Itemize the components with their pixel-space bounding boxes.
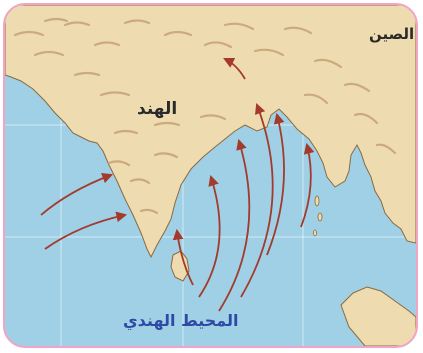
label-indian-ocean: المحيط الهندي [123, 311, 239, 330]
island-sri-lanka [170, 250, 190, 282]
wind-arrow [198, 174, 221, 298]
monsoon-arrows [40, 58, 315, 312]
wind-arrow [40, 173, 114, 216]
label-china: الصين [369, 25, 415, 43]
wind-arrow [240, 102, 274, 298]
wind-arrow [44, 211, 128, 250]
relief-shading [13, 17, 397, 215]
label-india: الهند [137, 99, 178, 119]
wind-arrow [223, 58, 246, 80]
landmass-asia [5, 5, 416, 259]
map-frame: الهند الصين المحيط الهندي [3, 3, 418, 348]
map-canvas [5, 5, 416, 346]
wind-arrow [218, 138, 251, 312]
islands-andaman [313, 195, 323, 237]
wind-arrow [300, 142, 315, 228]
landmass-sumatra [340, 286, 416, 346]
wind-arrow [266, 112, 285, 256]
wind-arrow [172, 228, 194, 286]
